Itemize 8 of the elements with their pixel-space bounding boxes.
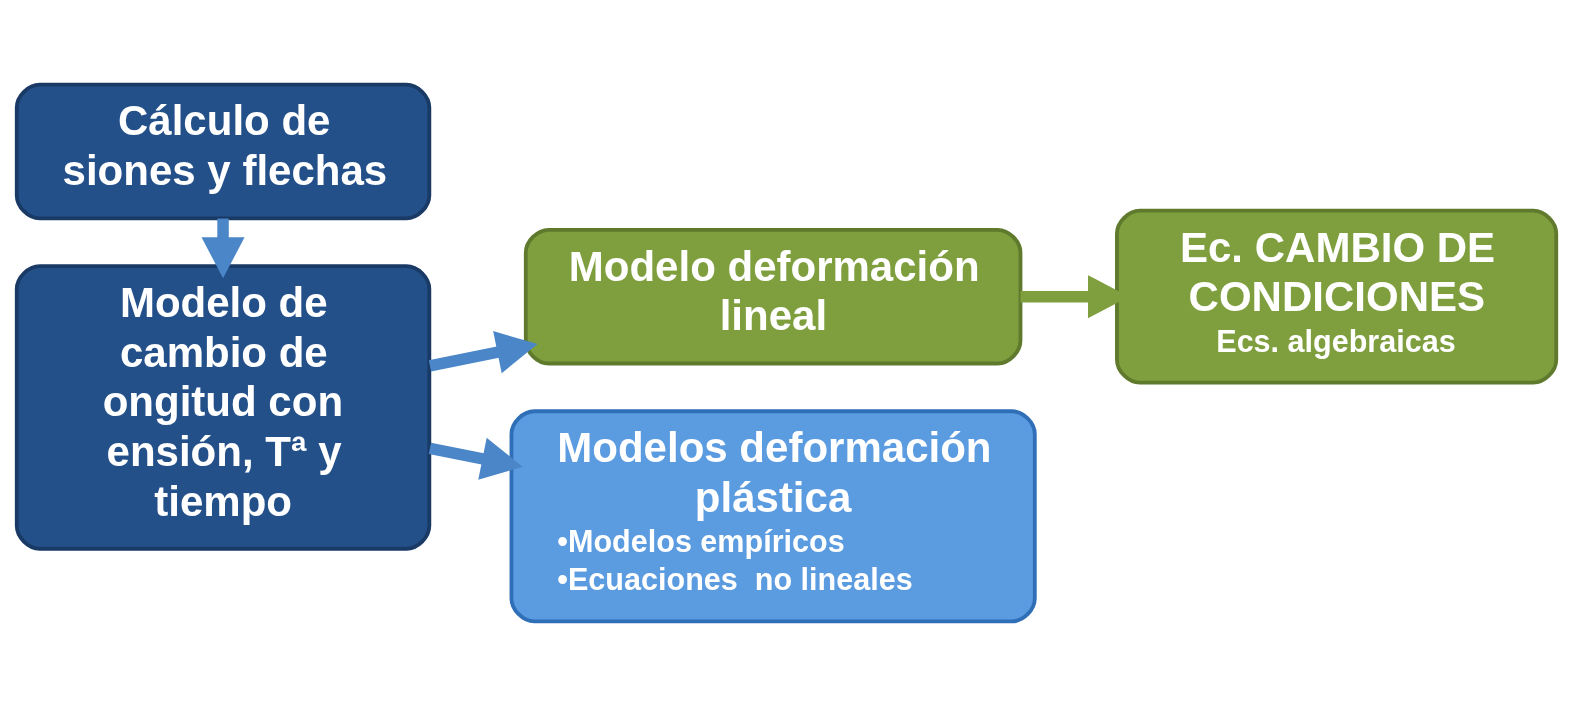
arrow: [428, 331, 538, 374]
node-box: Cálculo de siones y flechas: [14, 82, 432, 221]
node-box: Modelo de cambio de ongitud con ensión, Tª y tiempo: [14, 264, 432, 551]
node-box: Ec. CAMBIO DE CONDICIONES Ecs. algebraicas: [1115, 208, 1559, 385]
node-box: Modelo deformación lineal: [523, 227, 1023, 366]
node-box: Modelos deformación plástica •Modelos empíricos •Ecuaciones no lineales: [509, 409, 1037, 624]
arrow: [428, 437, 523, 480]
arrow: [201, 218, 245, 279]
